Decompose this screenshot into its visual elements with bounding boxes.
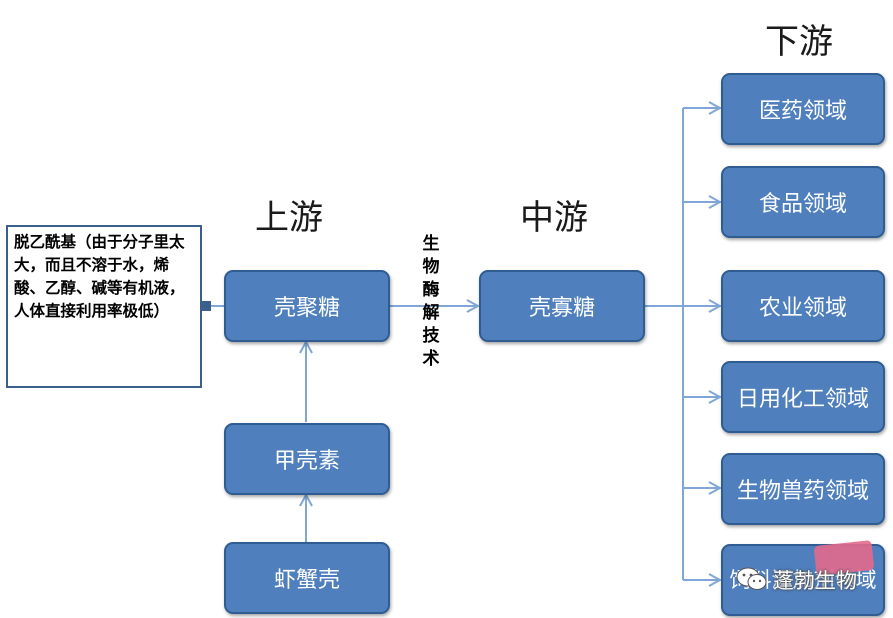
field-medicine: 医药领域 — [721, 73, 885, 145]
field-food: 食品领域 — [721, 166, 885, 238]
stage-label-midstream: 中游 — [520, 198, 588, 238]
note-connector-dot — [201, 301, 211, 311]
enzymatic-process-label: 生物酶解技术 — [422, 234, 440, 369]
field-agriculture: 农业领域 — [721, 270, 885, 342]
node-chitin: 甲壳素 — [224, 423, 390, 495]
wechat-icon — [736, 567, 767, 590]
field-veterinary: 生物兽药领域 — [721, 453, 885, 525]
node-shrimp-crab-shell: 虾蟹壳 — [224, 542, 390, 614]
node-chitosan: 壳聚糖 — [224, 270, 390, 342]
field-daily-chemical: 日用化工领域 — [721, 361, 885, 433]
stage-label-upstream: 上游 — [255, 198, 323, 238]
stage-label-downstream: 下游 — [765, 22, 833, 62]
node-chito-oligosaccharide: 壳寡糖 — [479, 270, 645, 342]
watermark-text: 蓬勃生物 — [773, 569, 857, 593]
deacetylation-note: 脱乙酰基（由于分子里太大，而且不溶于水，烯酸、乙醇、碱等有机液，人体直接利用率极… — [6, 225, 202, 388]
